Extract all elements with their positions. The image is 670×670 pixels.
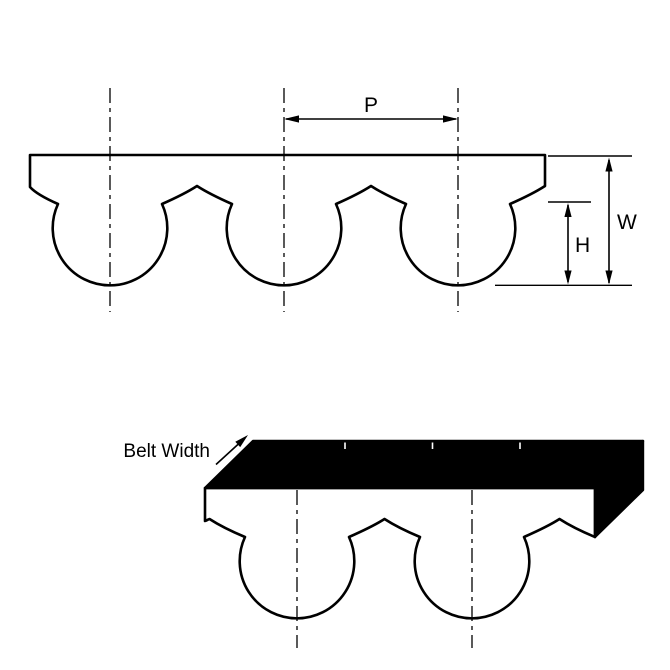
belt-end-face xyxy=(593,439,645,539)
dim-h-arrowhead-bottom xyxy=(564,270,572,285)
dim-p-label: P xyxy=(364,94,378,117)
belt-width-label: Belt Width xyxy=(123,441,210,462)
belt-width-arrow-line xyxy=(215,442,241,466)
dim-p-arrowhead-right xyxy=(443,115,458,123)
belt-top-face xyxy=(203,439,645,490)
dim-w-label: W xyxy=(617,211,637,234)
dim-w-arrowhead-bottom xyxy=(605,270,613,285)
dim-w-arrowhead-top xyxy=(605,157,613,172)
belt-profile-outline xyxy=(28,153,547,287)
dim-p-arrowhead-left xyxy=(284,115,299,123)
dim-h-arrowhead-top xyxy=(564,203,572,217)
isometric-view: Belt Width xyxy=(123,435,645,648)
profile-view: P W H xyxy=(28,88,637,312)
dim-h-label: H xyxy=(575,234,590,257)
belt-width-arrowhead xyxy=(235,435,248,448)
belt-front-face xyxy=(203,486,597,620)
